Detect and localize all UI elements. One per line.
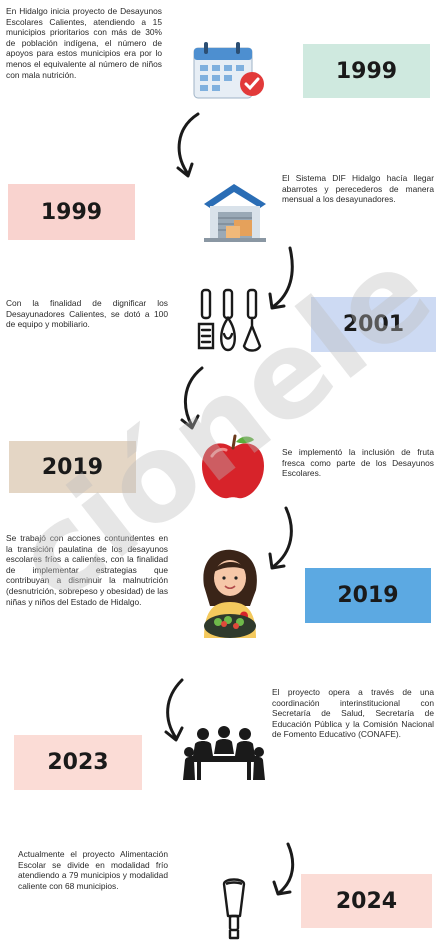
arrow-curve-icon: [268, 506, 293, 570]
timeline-text-1: En Hidalgo inicia proyecto de Desayunos …: [6, 6, 162, 80]
year-box-2: 1999: [8, 184, 135, 240]
year-box-7: 2024: [301, 874, 432, 928]
timeline-text-4: Se implementó la inclusión de fruta fres…: [282, 447, 434, 479]
timeline-text-6: El proyecto opera a través de una coordi…: [272, 687, 434, 740]
arrow-down-icon: [180, 366, 204, 430]
year-box-5: 2019: [305, 568, 431, 623]
apple-icon: [202, 434, 264, 499]
kitchen-utensils-icon: [197, 288, 262, 352]
arrow-down-icon: [176, 112, 200, 178]
arrow-curve-icon: [268, 246, 294, 310]
year-box-6: 2023: [14, 735, 142, 790]
calendar-check-icon: [193, 42, 264, 99]
year-box-1: 1999: [303, 44, 430, 98]
timeline-text-5: Se trabajó con acciones contundentes en …: [6, 533, 169, 607]
timeline-text-7: Actualmente el proyecto Alimentación Esc…: [18, 849, 168, 891]
year-box-4: 2019: [9, 441, 136, 493]
timeline-text-3: Con la finalidad de dignificar los Desay…: [6, 298, 168, 330]
year-box-3: 2001: [311, 297, 436, 352]
ice-cream-icon: [222, 878, 246, 940]
girl-salad-icon: [203, 549, 257, 638]
arrow-down-icon: [164, 678, 184, 742]
timeline-text-2: El Sistema DIF Hidalgo hacía llegar abar…: [282, 173, 434, 205]
arrow-curve-icon: [272, 842, 295, 896]
meeting-table-icon: [183, 726, 265, 780]
warehouse-icon: [204, 184, 266, 242]
